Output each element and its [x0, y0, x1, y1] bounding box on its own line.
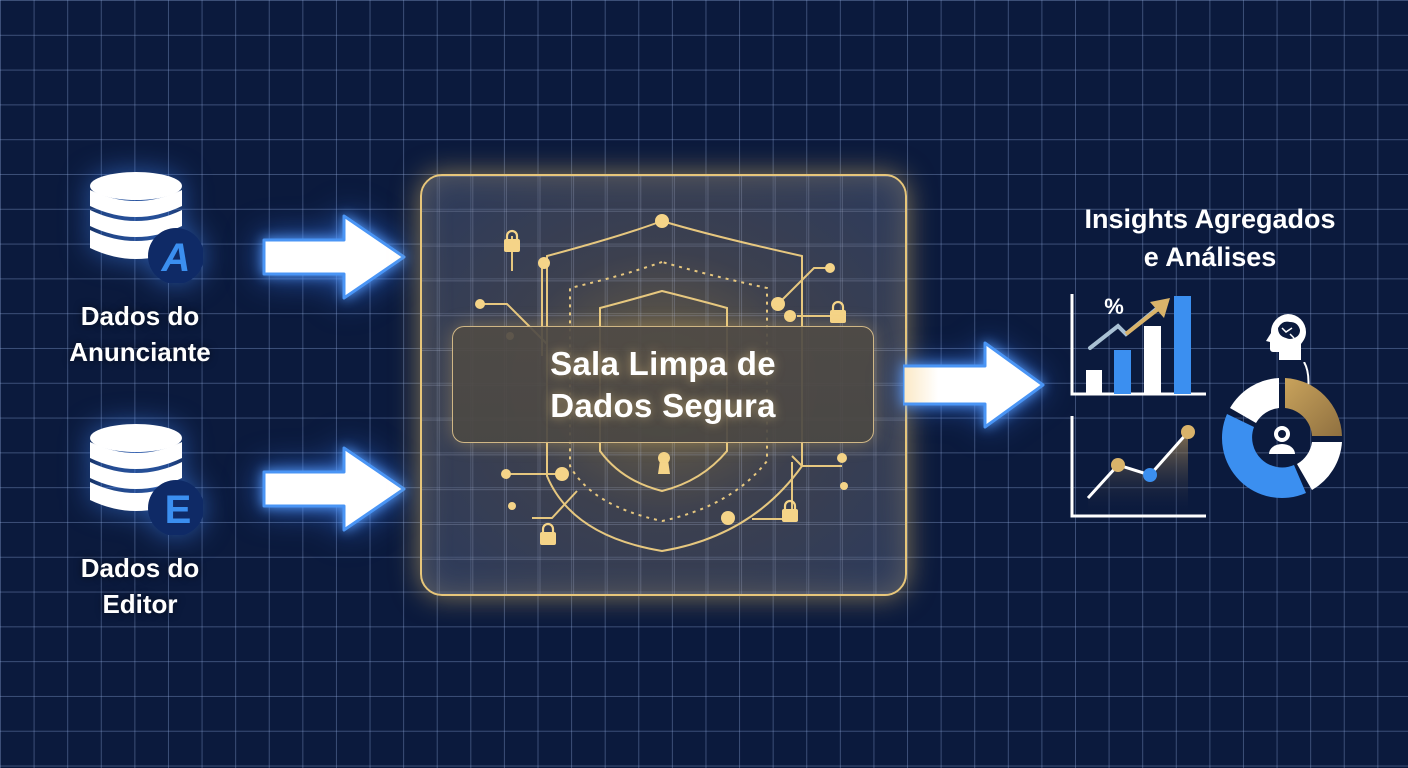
advertiser-data-label: Dados do Anunciante	[40, 298, 240, 370]
arrow-right-icon	[262, 446, 407, 532]
advertiser-label-line1: Dados do	[80, 301, 200, 331]
insights-title: Insights Agregados e Análises	[1040, 200, 1380, 276]
line-chart-icon	[1068, 412, 1208, 520]
clean-room-title-line2: Dados Segura	[550, 386, 776, 424]
svg-text:E: E	[165, 488, 192, 532]
donut-chart-icon	[1220, 376, 1344, 500]
publisher-label-line2: Editor	[102, 589, 178, 619]
bar-chart-icon: %	[1068, 290, 1208, 400]
publisher-database-icon: E	[88, 420, 204, 536]
clean-room-title-line1: Sala Limpa de	[550, 344, 776, 382]
arrow-right-icon	[262, 214, 407, 300]
publisher-label-line1: Dados do	[80, 553, 200, 583]
arrow-right-icon	[901, 340, 1048, 430]
svg-text:A: A	[161, 236, 191, 280]
svg-text:%: %	[1104, 294, 1124, 319]
clean-room-title-panel: Sala Limpa de Dados Segura	[452, 326, 874, 443]
publisher-data-label: Dados do Editor	[40, 550, 240, 622]
advertiser-database-icon: A	[88, 168, 204, 284]
advertiser-label-line2: Anunciante	[69, 337, 211, 367]
insights-title-line2: e Análises	[1143, 242, 1277, 272]
insights-title-line1: Insights Agregados	[1084, 204, 1336, 234]
brain-head-icon	[1258, 312, 1310, 364]
